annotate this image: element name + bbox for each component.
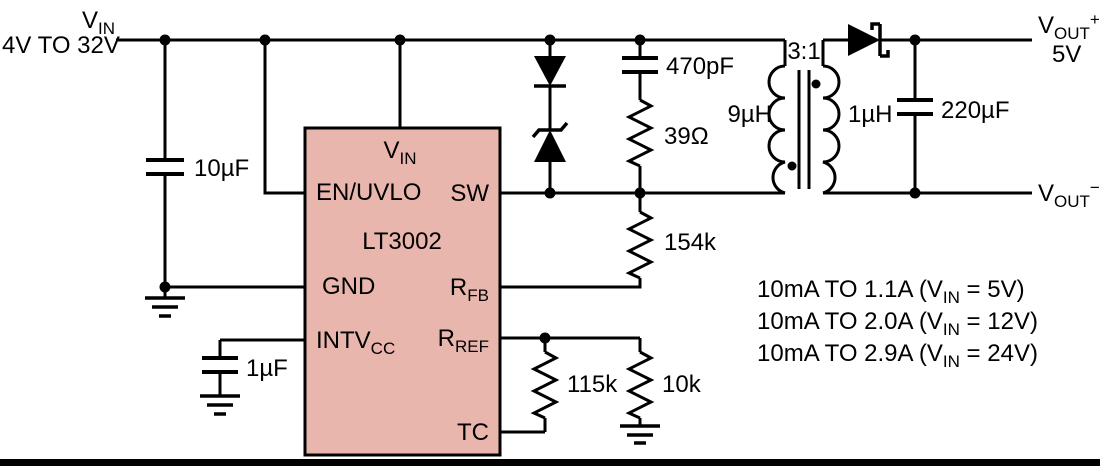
note-line-2: 10mA TO 2.0A (VIN = 12V) (757, 308, 1038, 339)
note-3-pre: 10mA TO 2.9A (V (757, 340, 943, 367)
output-current-notes: 10mA TO 1.1A (VIN = 5V) 10mA TO 2.0A (VI… (757, 276, 1038, 371)
intvcc-capacitor: 1µF (200, 338, 305, 416)
pin-label-gnd: GND (322, 273, 375, 300)
schottky-hook (880, 50, 890, 58)
clamp-diode-triangle (534, 56, 566, 86)
feedback-resistor: 154k (500, 193, 717, 289)
output-diode (823, 22, 890, 58)
snubber-network: 470pF 39Ω (622, 40, 734, 193)
primary-inductance-label: 9µH (727, 101, 772, 128)
resistor-zigzag (625, 350, 655, 420)
pin-rref-sub: REF (455, 337, 489, 356)
pin-label-vin: VIN (383, 137, 416, 168)
note-3-post: = 24V) (960, 340, 1038, 367)
pin-label-rfb: RFB (450, 274, 489, 305)
note-1-pre: 10mA TO 1.1A (V (757, 276, 943, 303)
snubber-res-value: 39Ω (664, 123, 709, 150)
transient-clamp (531, 40, 569, 193)
secondary-winding (822, 64, 841, 195)
primary-phase-dot (787, 161, 797, 171)
output-capacitor: 220µF (897, 40, 1010, 193)
en-uvlo-pin-wire (263, 40, 305, 195)
vout-minus-main: V (1038, 180, 1054, 207)
feedback-res-value: 154k (664, 229, 717, 256)
primary-winding (767, 64, 786, 195)
note-2-post: = 12V) (960, 308, 1038, 335)
pin-label-tc: TC (457, 419, 489, 446)
resistor-zigzag (625, 98, 655, 168)
pin-rfb-sub: FB (467, 286, 489, 305)
pin-rfb-main: R (450, 274, 467, 301)
pin-intvcc-sub: CC (371, 339, 396, 358)
note-2-sub: IN (943, 320, 960, 339)
rref-network: 115k 10k (500, 332, 702, 445)
pin-label-intvcc: INTVCC (316, 327, 395, 358)
pin-label-en-uvlo: EN/UVLO (316, 179, 421, 206)
input-labels: VIN 4V TO 32V (2, 7, 120, 59)
diode-triangle (848, 24, 880, 56)
vout-plus-sup: + (1090, 10, 1100, 29)
pin-vin-main: V (383, 137, 399, 164)
vin-label-main: V (82, 7, 98, 34)
vout-plus-main: V (1038, 12, 1054, 39)
secondary-inductance-label: 1µH (848, 101, 893, 128)
input-cap-value: 10µF (194, 155, 249, 182)
turns-ratio-label: 3:1 (787, 38, 820, 65)
pin-label-rref: RREF (438, 325, 489, 356)
vout-plus-sub: OUT (1054, 24, 1090, 43)
vout-plus-label: VOUT+ (1038, 10, 1100, 43)
note-1-sub: IN (943, 288, 960, 307)
vout-minus-sub: OUT (1054, 192, 1090, 211)
pin-rref-main: R (438, 325, 455, 352)
vin-label: VIN (82, 7, 115, 38)
vout-minus-label: VOUT− (1038, 178, 1100, 211)
vout-voltage-label: 5V (1052, 41, 1081, 68)
secondary-phase-dot (811, 79, 821, 89)
schottky-hook (870, 22, 880, 30)
ic-body (303, 126, 502, 457)
clamp-zener-triangle (534, 130, 566, 162)
pin-intvcc-main: INTV (316, 327, 371, 354)
ic-lt3002: VIN EN/UVLO SW LT3002 GND RFB INTVCC RRE… (303, 126, 502, 457)
tc-res-value: 10k (662, 371, 702, 398)
pin-label-sw: SW (450, 180, 489, 207)
ground-symbol-input (145, 287, 185, 318)
snubber-cap-value: 470pF (666, 53, 734, 80)
pin-vin-sub: IN (400, 149, 417, 168)
bottom-rule (0, 459, 1100, 466)
flyback-transformer: 3:1 9µH 1µH (727, 38, 893, 195)
rfb-pin-wire (500, 278, 642, 289)
input-capacitor: 10µF (146, 40, 249, 287)
resistor-zigzag (625, 210, 655, 280)
intvcc-cap-value: 1µF (246, 355, 288, 382)
note-3-sub: IN (943, 352, 960, 371)
resistor-zigzag (530, 350, 560, 420)
ic-part-number: LT3002 (362, 228, 442, 255)
note-1-post: = 5V) (960, 276, 1025, 303)
vin-range-label: 4V TO 32V (2, 32, 120, 59)
vin-label-sub: IN (98, 19, 115, 38)
output-labels: VOUT+ 5V VOUT− (1038, 10, 1100, 211)
rref-res-value: 115k (567, 371, 618, 398)
note-line-1: 10mA TO 1.1A (VIN = 5V) (757, 276, 1025, 307)
note-line-3: 10mA TO 2.9A (VIN = 24V) (757, 340, 1038, 371)
vout-minus-sup: − (1090, 178, 1100, 197)
output-cap-value: 220µF (941, 97, 1010, 124)
note-2-pre: 10mA TO 2.0A (V (757, 308, 943, 335)
